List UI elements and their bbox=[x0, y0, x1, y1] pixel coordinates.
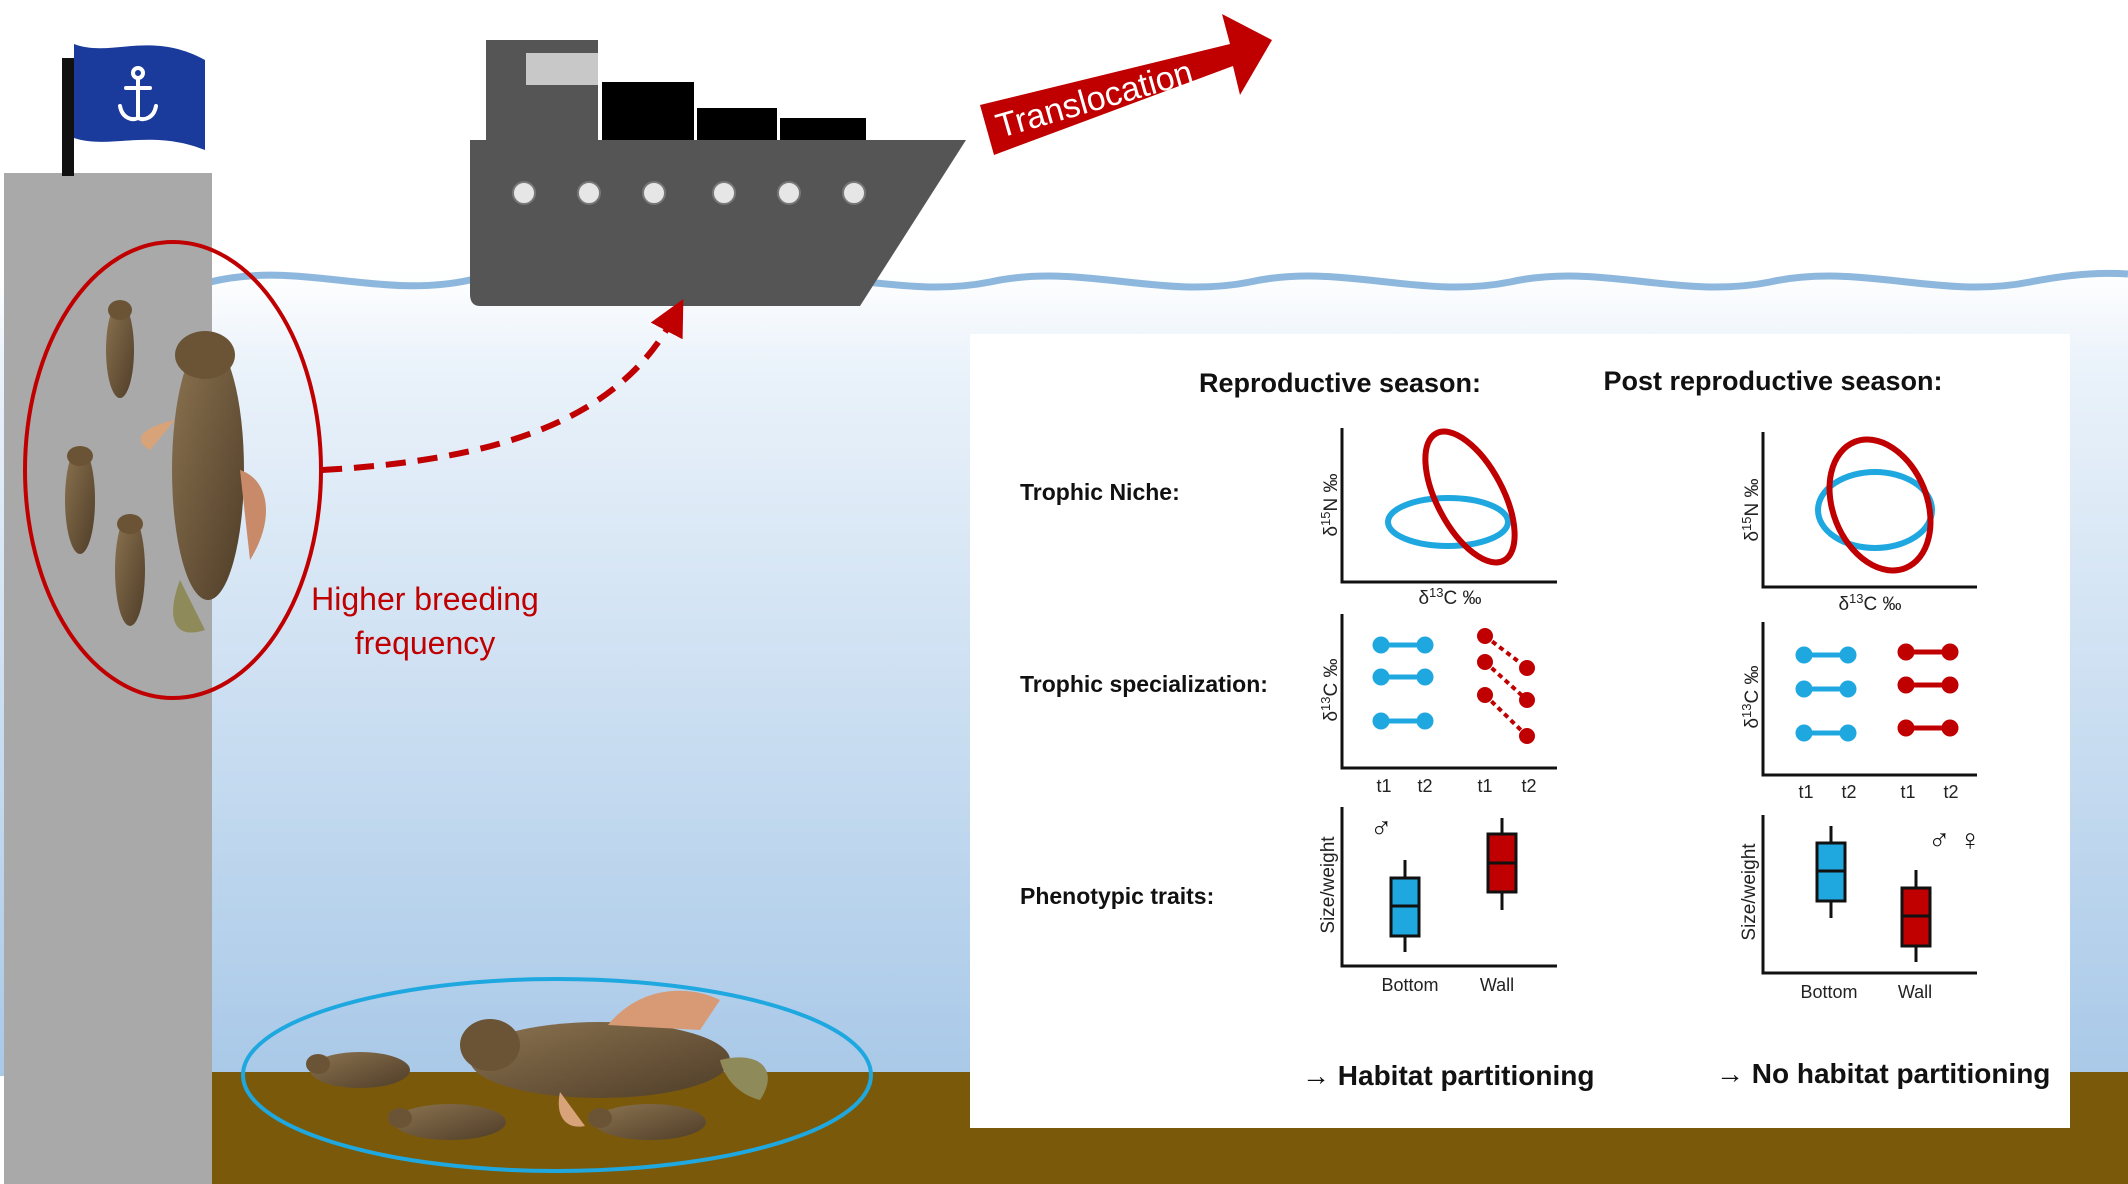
tick-t1: t1 bbox=[1376, 776, 1391, 796]
anchor-icon bbox=[118, 66, 158, 122]
translocation-label: Translocation bbox=[992, 53, 1197, 145]
axis-label-c13: δ13C ‰ bbox=[1318, 658, 1343, 721]
tick-t1: t1 bbox=[1900, 782, 1915, 802]
label-trophic-niche: Trophic Niche: bbox=[1020, 479, 1180, 505]
niche-plot-reproductive: δ15N ‰ δ13C ‰ bbox=[1318, 428, 1557, 610]
translocation-arrow: Translocation bbox=[980, 14, 1272, 155]
breeding-label-line2: frequency bbox=[355, 625, 496, 661]
fish-icon bbox=[115, 514, 145, 626]
tick-t1: t1 bbox=[1798, 782, 1813, 802]
wall-fish-group bbox=[65, 300, 267, 633]
fish-icon bbox=[460, 990, 768, 1127]
specialization-plot-post-reproductive: δ13C ‰ t1 t2 t1 t2 bbox=[1739, 622, 1977, 802]
ship-icon bbox=[470, 40, 966, 306]
label-phenotypic-traits: Phenotypic traits: bbox=[1020, 883, 1214, 909]
specialization-plot-reproductive: δ13C ‰ t1 t2 t1 t2 bbox=[1318, 614, 1557, 796]
tick-bottom: Bottom bbox=[1800, 982, 1857, 1002]
label-trophic-specialization: Trophic specialization: bbox=[1020, 671, 1268, 697]
flag-pole bbox=[62, 58, 74, 176]
phenotype-plot-post-reproductive: Size/weight ♂ ♀ Bottom Wall bbox=[1739, 815, 1981, 1002]
fish-icon bbox=[388, 1104, 506, 1140]
header-reproductive: Reproductive season: bbox=[1199, 368, 1481, 398]
pier-wall bbox=[4, 173, 212, 1184]
tick-wall: Wall bbox=[1898, 982, 1932, 1002]
boxplot-bottom bbox=[1815, 826, 1847, 918]
fish-icon bbox=[106, 300, 134, 398]
breeding-label-line1: Higher breeding bbox=[311, 581, 539, 617]
tick-t2: t2 bbox=[1841, 782, 1856, 802]
conclusion-reproductive: → Habitat partitioning bbox=[1302, 1060, 1594, 1091]
phenotype-plot-reproductive: Size/weight ♂ Bottom Wall bbox=[1318, 807, 1557, 995]
bottom-fish-circle bbox=[241, 977, 873, 1173]
boxplot-wall bbox=[1486, 818, 1518, 910]
axis-label-c13: δ13C ‰ bbox=[1838, 591, 1901, 616]
axis-label-size: Size/weight bbox=[1739, 843, 1760, 941]
tick-wall: Wall bbox=[1480, 975, 1514, 995]
dashed-connector bbox=[321, 299, 684, 473]
boxplot-bottom bbox=[1389, 860, 1421, 952]
axis-label-n15: δ15N ‰ bbox=[1739, 478, 1764, 541]
male-female-symbols: ♂ ♀ bbox=[1928, 824, 1981, 857]
axis-label-c13: δ13C ‰ bbox=[1418, 585, 1481, 610]
niche-plot-post-reproductive: δ15N ‰ δ13C ‰ bbox=[1739, 432, 1977, 616]
tick-t1: t1 bbox=[1477, 776, 1492, 796]
axis-label-size: Size/weight bbox=[1318, 836, 1339, 934]
axis-label-c13: δ13C ‰ bbox=[1739, 665, 1764, 728]
tick-bottom: Bottom bbox=[1381, 975, 1438, 995]
boxplot-wall bbox=[1900, 870, 1932, 962]
male-symbol: ♂ bbox=[1370, 812, 1393, 845]
tick-t2: t2 bbox=[1521, 776, 1536, 796]
results-panel bbox=[970, 334, 2070, 1128]
axis-label-n15: δ15N ‰ bbox=[1318, 473, 1343, 536]
conclusion-post-reproductive: → No habitat partitioning bbox=[1716, 1058, 2050, 1089]
fish-icon bbox=[306, 1052, 410, 1088]
fish-icon bbox=[65, 446, 95, 554]
fish-icon bbox=[140, 331, 267, 633]
tick-t2: t2 bbox=[1943, 782, 1958, 802]
header-post-reproductive: Post reproductive season: bbox=[1603, 366, 1942, 396]
bottom-fish-group bbox=[306, 990, 768, 1140]
wall-fish-circle bbox=[23, 240, 323, 700]
tick-t2: t2 bbox=[1417, 776, 1432, 796]
fish-icon bbox=[588, 1104, 706, 1140]
